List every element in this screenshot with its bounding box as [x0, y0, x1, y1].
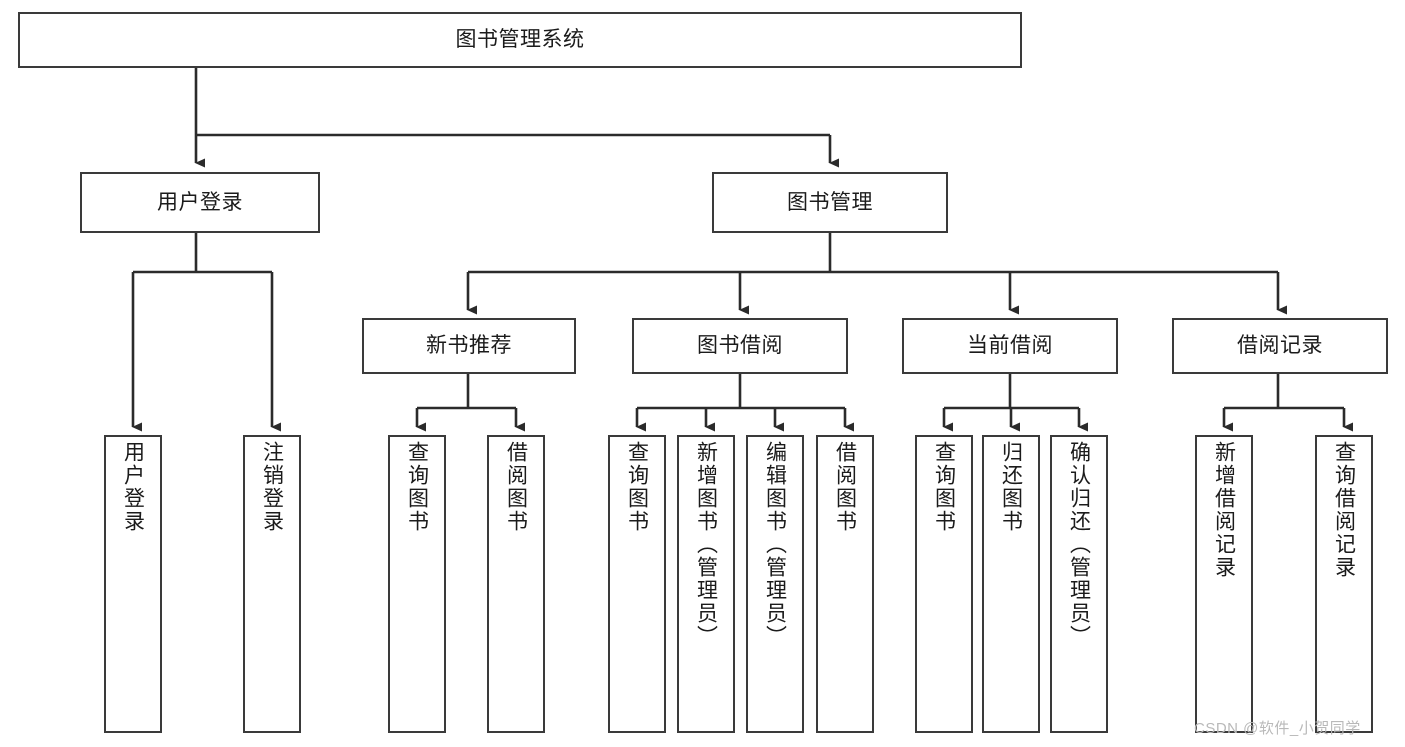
- node-borrow-record[interactable]: 借阅记录: [1172, 318, 1388, 374]
- node-book-borrow[interactable]: 图书借阅: [632, 318, 848, 374]
- leaf-borrow-book-1[interactable]: 借阅图书: [487, 435, 545, 733]
- node-label: 编辑图书（管理员）: [763, 441, 787, 648]
- node-label: 借阅图书: [833, 441, 857, 533]
- node-label: 新书推荐: [426, 334, 512, 358]
- node-label: 新增借阅记录: [1212, 441, 1236, 579]
- leaf-query-book-1[interactable]: 查询图书: [388, 435, 446, 733]
- leaf-add-record[interactable]: 新增借阅记录: [1195, 435, 1253, 733]
- leaf-return-book[interactable]: 归还图书: [982, 435, 1040, 733]
- node-label: 借阅图书: [504, 441, 528, 533]
- node-label: 用户登录: [157, 190, 243, 214]
- leaf-user-login[interactable]: 用户登录: [104, 435, 162, 733]
- leaf-query-book-3[interactable]: 查询图书: [915, 435, 973, 733]
- leaf-logout[interactable]: 注销登录: [243, 435, 301, 733]
- node-root-system[interactable]: 图书管理系统: [18, 12, 1022, 68]
- node-label: 图书管理系统: [455, 28, 585, 52]
- node-label: 归还图书: [999, 441, 1023, 533]
- leaf-edit-book[interactable]: 编辑图书（管理员）: [746, 435, 804, 733]
- leaf-query-record[interactable]: 查询借阅记录: [1315, 435, 1373, 733]
- node-user-login[interactable]: 用户登录: [80, 172, 320, 233]
- node-label: 查询图书: [405, 441, 429, 533]
- leaf-add-book[interactable]: 新增图书（管理员）: [677, 435, 735, 733]
- node-label: 新增图书（管理员）: [694, 441, 718, 648]
- node-label: 查询图书: [932, 441, 956, 533]
- leaf-confirm-return[interactable]: 确认归还（管理员）: [1050, 435, 1108, 733]
- node-label: 图书借阅: [697, 334, 783, 358]
- node-label: 借阅记录: [1237, 334, 1323, 358]
- leaf-borrow-book-2[interactable]: 借阅图书: [816, 435, 874, 733]
- csdn-watermark: CSDN @软件_小贺同学: [1194, 720, 1361, 737]
- node-label: 确认归还（管理员）: [1067, 441, 1091, 648]
- node-new-book-recommend[interactable]: 新书推荐: [362, 318, 576, 374]
- node-label: 图书管理: [787, 190, 873, 214]
- node-label: 注销登录: [260, 441, 284, 533]
- node-label: 查询图书: [625, 441, 649, 533]
- node-label: 当前借阅: [967, 334, 1053, 358]
- node-current-borrow[interactable]: 当前借阅: [902, 318, 1118, 374]
- node-label: 用户登录: [121, 441, 145, 533]
- node-label: 查询借阅记录: [1332, 441, 1356, 579]
- node-book-manage[interactable]: 图书管理: [712, 172, 948, 233]
- leaf-query-book-2[interactable]: 查询图书: [608, 435, 666, 733]
